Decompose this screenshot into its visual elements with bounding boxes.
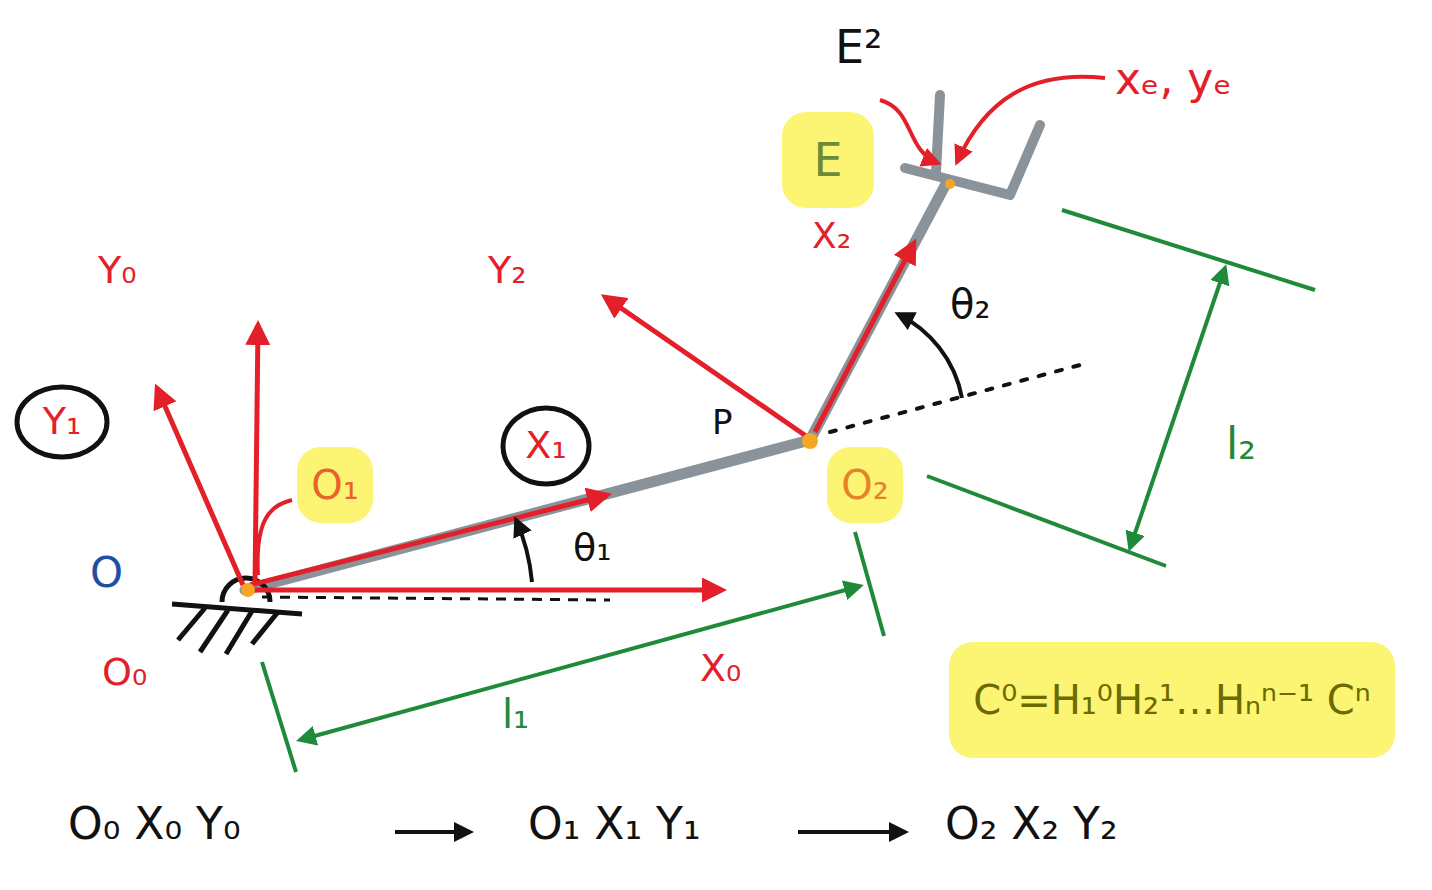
frame-name: E² xyxy=(835,22,883,73)
y1-axis xyxy=(157,388,243,585)
y2-axis xyxy=(605,297,806,436)
ground-hatch xyxy=(178,608,278,654)
leader-line xyxy=(258,500,292,575)
node-text: O₁ xyxy=(311,463,359,507)
circled-label: Y₁ xyxy=(14,384,110,460)
point-label: P xyxy=(712,404,733,441)
dimension-label: l₁ xyxy=(502,692,529,736)
dimension-label: l₂ xyxy=(1226,420,1256,468)
highlight-fill xyxy=(827,447,903,523)
frame-name: O₀ X₀ Y₀ xyxy=(68,800,241,848)
angle-label: θ₂ xyxy=(950,282,991,326)
joint-dot xyxy=(802,433,818,449)
highlight-blob: O₂ xyxy=(825,445,905,525)
leader-line xyxy=(880,100,938,163)
axis-label: Y₀ xyxy=(98,250,136,292)
angle-label: θ₁ xyxy=(573,527,611,569)
frame-name: O₁ X₁ Y₁ xyxy=(528,800,701,848)
link-two xyxy=(810,180,948,440)
circle-outline xyxy=(17,387,107,457)
leader-line xyxy=(957,77,1105,162)
dimension-extension xyxy=(1062,210,1315,290)
highlight-fill xyxy=(297,447,373,523)
dimension-line xyxy=(300,586,860,740)
axis-label: Y₂ xyxy=(488,250,526,292)
x0-axis xyxy=(245,588,722,593)
dimension-line xyxy=(1130,268,1225,548)
node-text: O₂ xyxy=(841,463,889,507)
x2-axis xyxy=(815,243,914,432)
axis-label: X₀ xyxy=(700,648,741,690)
gripper xyxy=(905,95,1040,195)
origin-label: O xyxy=(90,550,123,596)
angle-arrow xyxy=(898,314,962,398)
circled-label: X₁ xyxy=(500,405,592,487)
dimension-extension xyxy=(855,532,884,636)
highlight-blob: O₁ xyxy=(295,445,375,525)
dimension-extension xyxy=(262,662,296,772)
formula-highlight: C⁰=H₁⁰H₂¹…Hₙⁿ⁻¹ Cⁿ xyxy=(947,640,1397,760)
node-text: C⁰=H₁⁰H₂¹…Hₙⁿ⁻¹ Cⁿ xyxy=(973,678,1370,722)
dimension-extension xyxy=(927,476,1166,566)
reference-line xyxy=(262,597,610,600)
frame-name: O₂ X₂ Y₂ xyxy=(945,800,1118,848)
node-text: E xyxy=(813,135,842,186)
coordinate-label: xₑ, yₑ xyxy=(1115,55,1232,103)
joint-dot xyxy=(241,583,255,597)
highlight-blob: E xyxy=(780,110,876,210)
ground-line xyxy=(172,604,302,614)
node-text: Y₁ xyxy=(43,401,81,443)
joint-dot xyxy=(945,179,955,189)
highlight-fill xyxy=(782,112,874,208)
node-text: X₁ xyxy=(525,425,566,467)
chain-arrow xyxy=(798,830,905,834)
chain-arrow xyxy=(395,830,470,834)
axis-label: X₂ xyxy=(812,216,851,256)
angle-arrow xyxy=(516,520,532,582)
highlight-fill xyxy=(949,642,1395,758)
origin-label: O₀ xyxy=(102,652,147,694)
circle-outline xyxy=(503,408,589,484)
